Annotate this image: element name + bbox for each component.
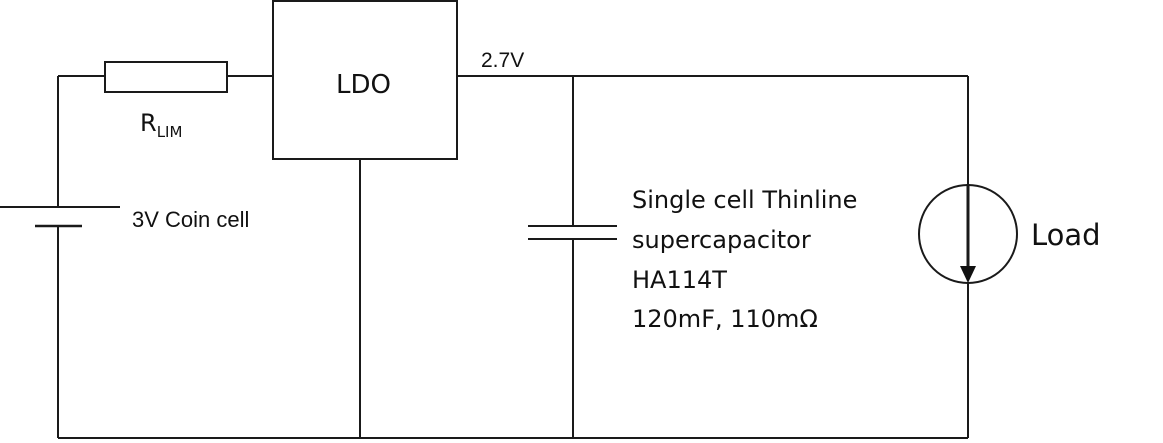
supercap-label-line-1: Single cell Thinline: [632, 186, 857, 214]
current-arrow-head-icon: [960, 266, 976, 283]
resistor-label-sub: LIM: [157, 123, 183, 141]
battery-symbol: [0, 206, 120, 228]
current-source-symbol: [918, 184, 1018, 284]
resistor-label-main: R: [140, 109, 157, 137]
capacitor-symbol: [528, 225, 617, 240]
ldo-label: LDO: [336, 70, 391, 100]
resistor-label: RLIM: [140, 109, 182, 141]
output-voltage-label: 2.7V: [481, 49, 524, 72]
supercap-label-line-2: supercapacitor: [632, 226, 811, 254]
battery-label: 3V Coin cell: [132, 207, 249, 232]
load-label: Load: [1031, 218, 1101, 252]
resistor-symbol: [104, 61, 228, 93]
supercap-label-line-4: 120mF, 110mΩ: [632, 305, 818, 333]
supercap-label-line-3: HA114T: [632, 266, 727, 294]
ldo-box: [272, 0, 458, 160]
